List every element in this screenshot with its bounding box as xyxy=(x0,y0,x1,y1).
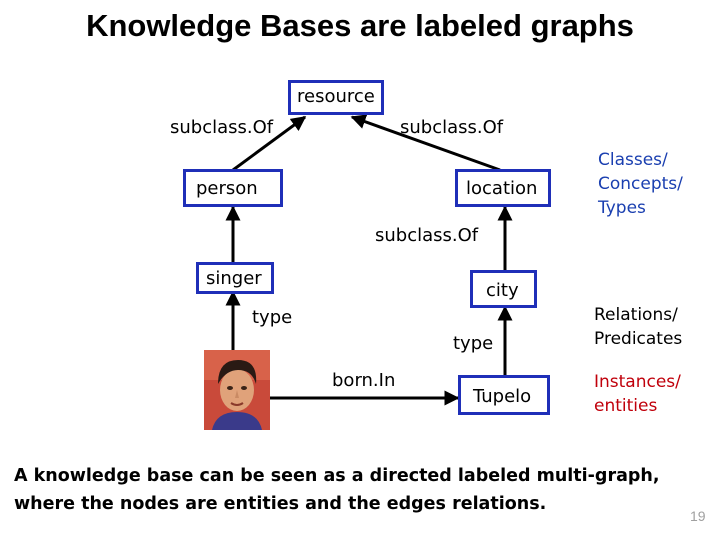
label-born-in: born.In xyxy=(332,370,396,391)
edge-location-resource xyxy=(350,114,501,172)
legend-classes-line-2: Concepts/ xyxy=(598,174,683,194)
footer-line-2: where the nodes are entities and the edg… xyxy=(14,494,547,514)
node-person: person xyxy=(183,169,283,207)
legend-relations-line-2: Predicates xyxy=(594,329,683,349)
legend-instances-line-2: entities xyxy=(594,396,658,416)
node-location: location xyxy=(455,169,551,207)
legend-relations: Relations/ Predicates xyxy=(594,303,682,351)
slide-title: Knowledge Bases are labeled graphs xyxy=(86,8,634,43)
label-subclass-left: subclass.Of xyxy=(170,117,274,138)
legend-classes-line-3: Types xyxy=(598,198,646,218)
node-city: city xyxy=(470,270,537,308)
node-tupelo: Tupelo xyxy=(458,375,550,415)
legend-instances: Instances/ entities xyxy=(594,370,681,418)
elvis-photo xyxy=(204,350,270,430)
label-subclass-right: subclass.Of xyxy=(400,117,504,138)
legend-classes-line-1: Classes/ xyxy=(598,150,668,170)
page-number: 19 xyxy=(690,508,706,524)
legend-instances-line-1: Instances/ xyxy=(594,372,681,392)
legend-relations-line-1: Relations/ xyxy=(594,305,678,325)
footer-line-1: A knowledge base can be seen as a direct… xyxy=(14,466,660,486)
node-singer: singer xyxy=(196,262,274,294)
edge-person-resource xyxy=(232,115,307,172)
footer-caption: A knowledge base can be seen as a direct… xyxy=(14,462,660,518)
label-type-city: type xyxy=(453,333,494,354)
node-resource: resource xyxy=(288,80,384,115)
label-subclass-city: subclass.Of xyxy=(375,225,479,246)
legend-classes: Classes/ Concepts/ Types xyxy=(598,148,683,220)
label-type-singer: type xyxy=(252,307,293,328)
